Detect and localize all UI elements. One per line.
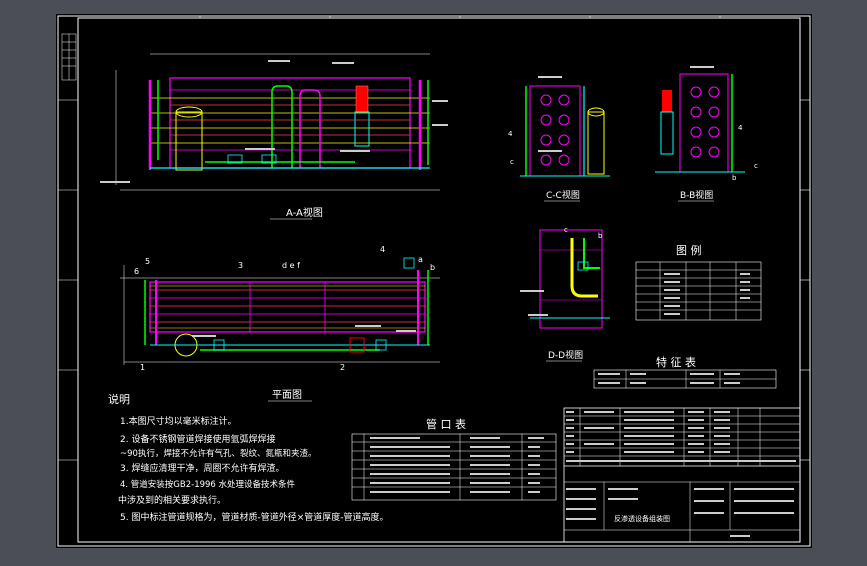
view-dd: c b D-D视图 (520, 226, 610, 362)
marker-5: 5 (145, 257, 150, 266)
view-plan: 5 3 d e f 4 6 a b 1 2 平面图 (120, 245, 440, 402)
marker-b-dd: b (598, 232, 603, 240)
features-table: 特 征 表 (593, 355, 777, 389)
note-4: 4. 管道安装按GB2-1996 水处理设备技术条件 (120, 479, 296, 490)
note-4b: 中涉及到的相关要求执行。 (118, 494, 226, 506)
notes-title: 说明 (108, 392, 130, 406)
note-1: 1.本图尺寸均以毫米标注计。 (120, 415, 237, 427)
outer-frame (57, 15, 811, 547)
title-block: 反渗透设备组装图 (563, 407, 801, 543)
marker-a-plan: a (418, 255, 423, 264)
marker-b-bb: b (732, 174, 737, 182)
notes: 说明 1.本图尺寸均以毫米标注计。 2. 设备不锈钢管道焊接使用氩弧焊焊接 ~9… (108, 392, 389, 523)
note-3: 3. 焊缝应清理干净，周圈不允许有焊渣。 (120, 462, 284, 474)
note-5: 5. 图中标注管道规格为，管道材质-管道外径×管道厚度-管道高度。 (120, 511, 389, 523)
view-bb-title: B-B视图 (680, 189, 713, 201)
drawing-name: 反渗透设备组装图 (614, 514, 670, 523)
marker-c-dd: c (564, 226, 568, 234)
marker-b-plan: b (430, 263, 435, 272)
marker-4-cc: 4 (508, 130, 513, 138)
view-bb: 4 b c B-B视图 (655, 66, 758, 202)
note-2: 2. 设备不锈钢管道焊接使用氩弧焊焊接 (120, 433, 275, 445)
view-aa: A-A视图 (100, 53, 448, 220)
marker-6: 6 (134, 267, 139, 276)
view-cc: 4 c C-C视图 (508, 76, 610, 202)
zone-ticks (58, 16, 810, 461)
note-2b: ~90执行，焊接不允许有气孔、裂纹、氮瓶和夹渣。 (120, 448, 316, 459)
marker-2: 2 (340, 363, 345, 372)
revision-block (61, 33, 77, 81)
view-dd-title: D-D视图 (548, 349, 583, 361)
view-aa-title: A-A视图 (286, 206, 323, 219)
view-cc-title: C-C视图 (546, 189, 580, 201)
marker-4-bb: 4 (738, 124, 743, 132)
view-plan-title: 平面图 (272, 389, 302, 401)
nozzles-title: 管 口 表 (426, 417, 466, 431)
marker-c-cc: c (510, 158, 514, 166)
marker-3: 3 (238, 261, 243, 270)
marker-1: 1 (140, 363, 145, 372)
legend-title: 图 例 (676, 243, 702, 257)
features-title: 特 征 表 (656, 355, 696, 369)
marker-def: d e f (282, 261, 300, 270)
marker-c-bb: c (754, 162, 758, 170)
marker-4: 4 (380, 245, 385, 254)
legend-table: 图 例 (635, 243, 762, 321)
nozzles-table: 管 口 表 (351, 417, 557, 501)
